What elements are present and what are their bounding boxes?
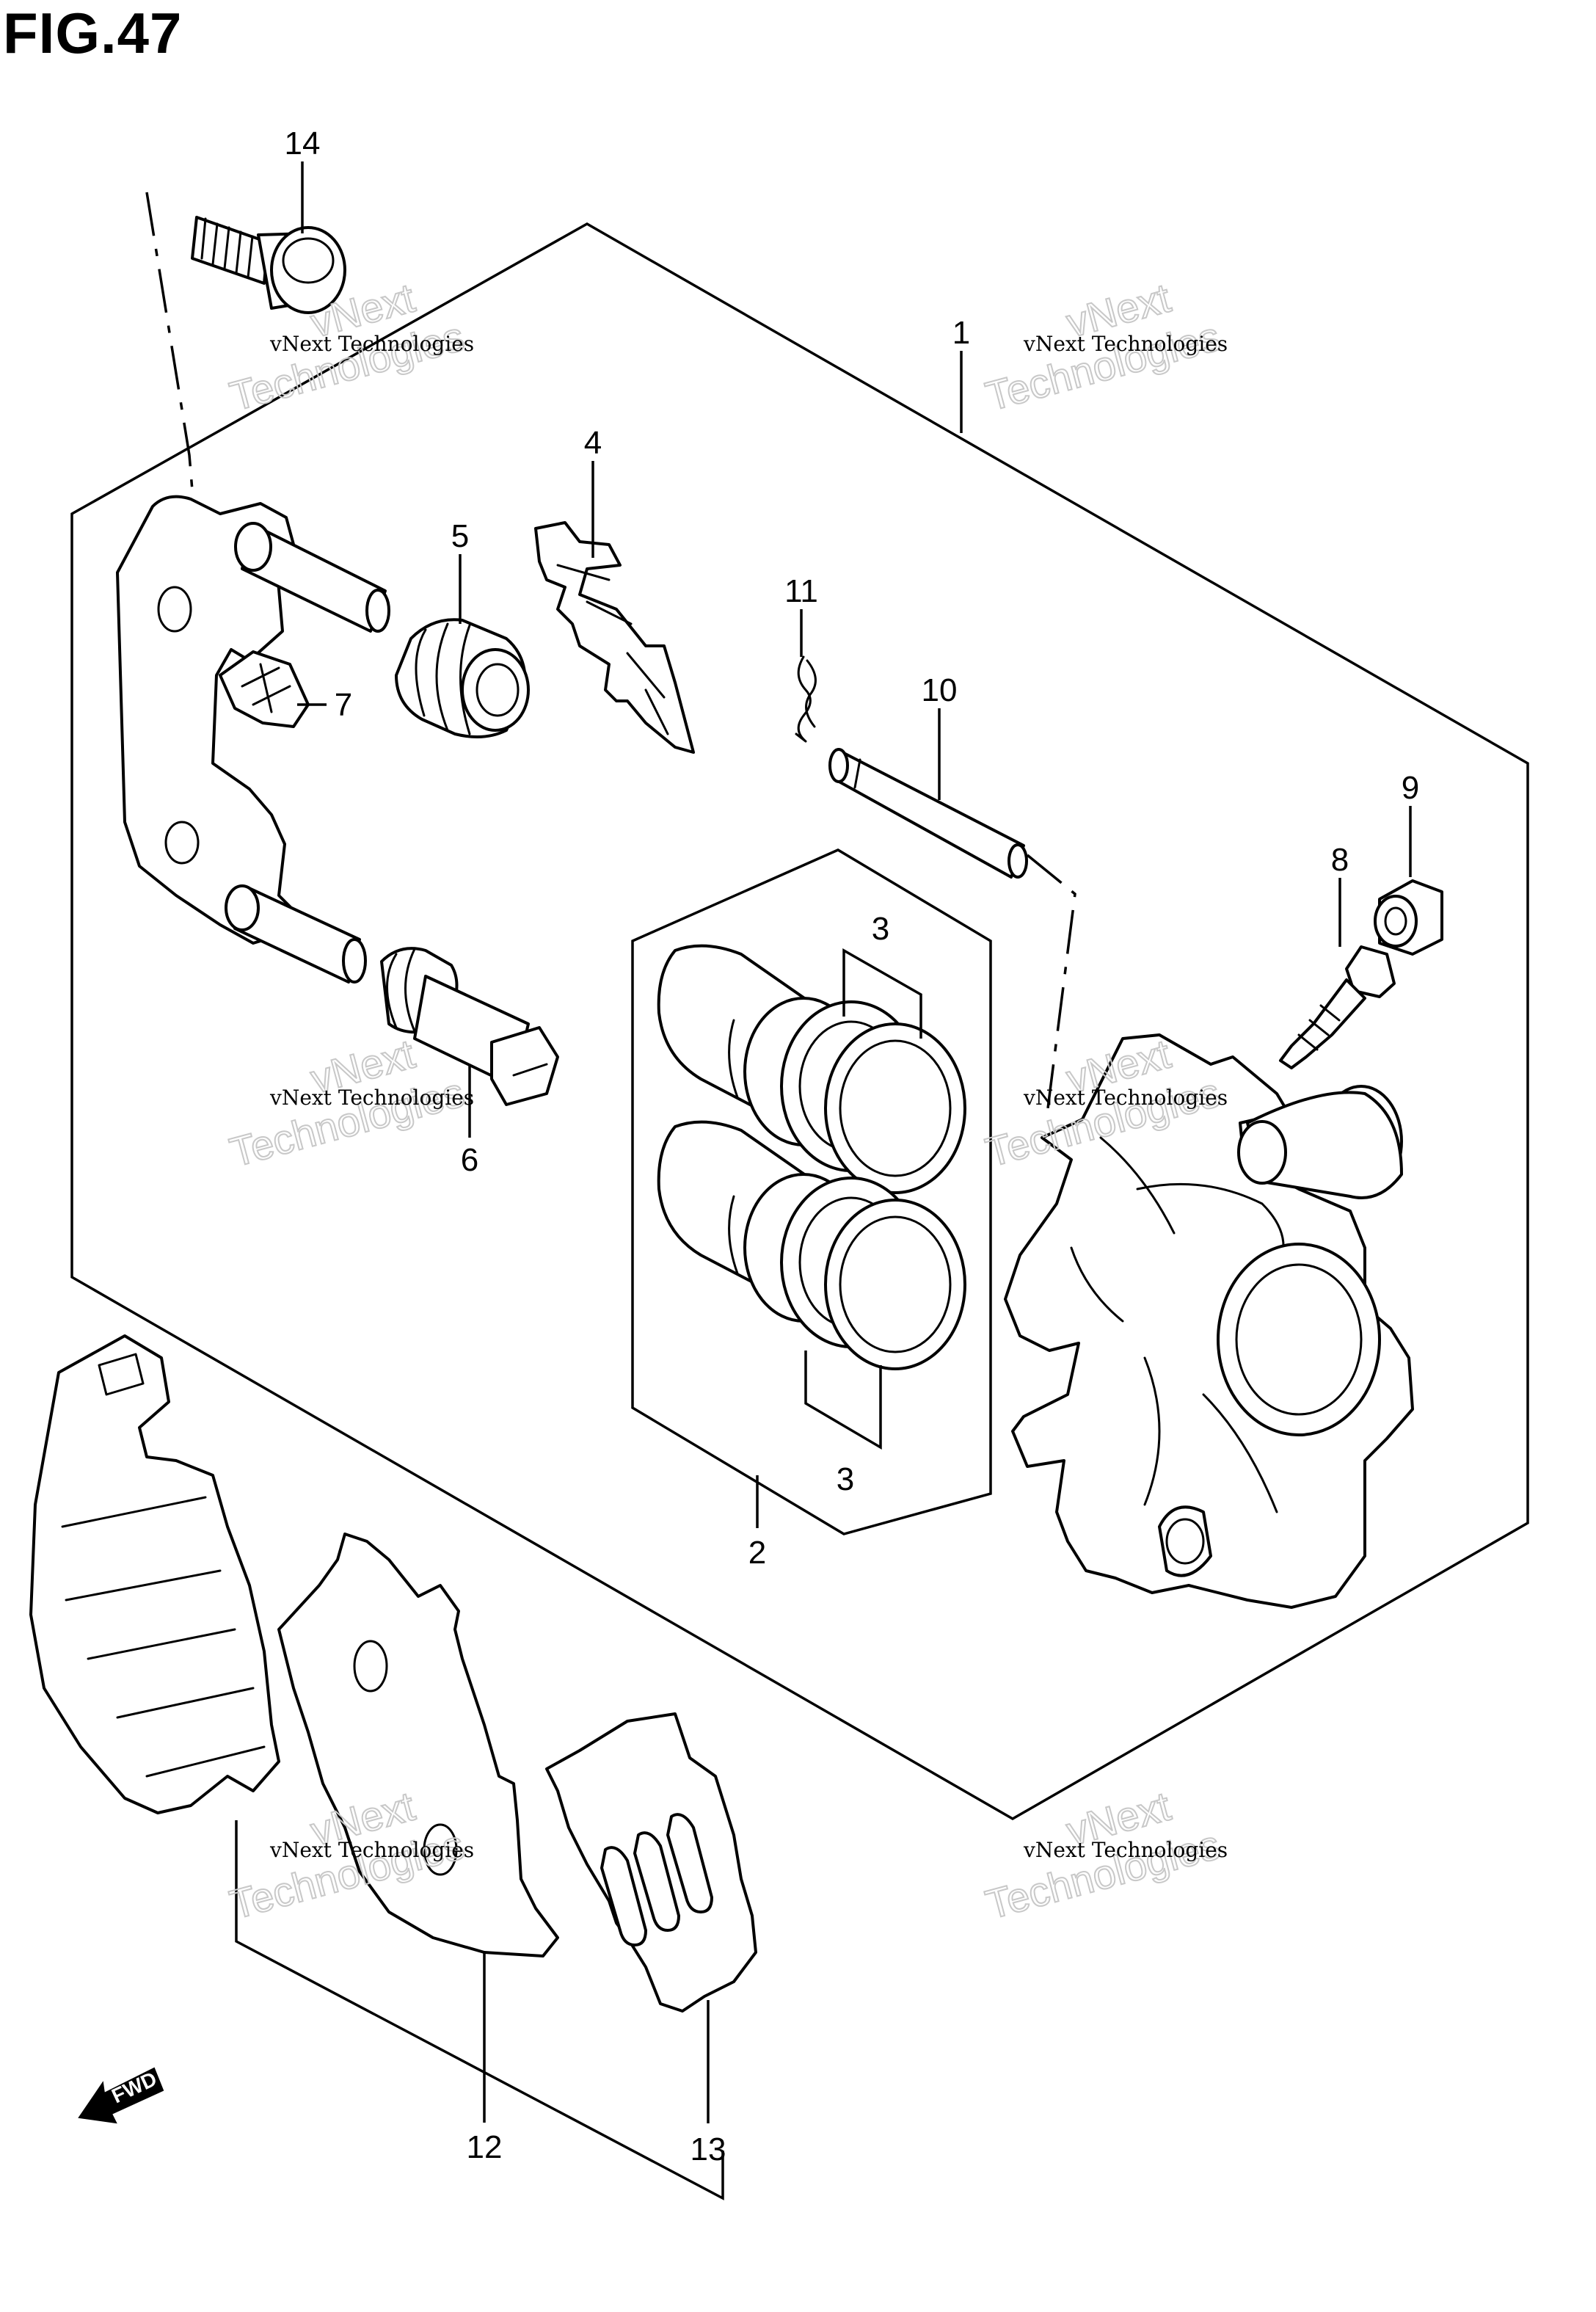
caliper-body (1004, 1033, 1414, 1609)
callout-3-lower: 3 (837, 1461, 854, 1497)
callout-14: 14 (285, 126, 321, 161)
clip-pin-part-11 (795, 655, 817, 743)
svg-text:vNext Technologies: vNext Technologies (269, 332, 474, 356)
pad-pin-part-10 (828, 748, 1028, 879)
clip-part-7 (219, 650, 310, 728)
bleeder-part-8 (1279, 945, 1396, 1069)
guide-line-pin (1026, 854, 1076, 1109)
boot-part-5 (395, 618, 530, 738)
callout-13: 13 (690, 2131, 726, 2167)
figure-title: FIG.47 (3, 1, 183, 65)
guide-line-bolt (145, 192, 205, 632)
callout-9: 9 (1402, 770, 1419, 806)
svg-text:vNext Technologies: vNext Technologies (1023, 1838, 1228, 1862)
callout-2: 2 (748, 1535, 766, 1571)
pad-part-12 (29, 1334, 559, 1957)
pad-set-frame (235, 1820, 724, 2200)
callout-1: 1 (952, 315, 970, 351)
seal-set-3 (780, 948, 966, 1450)
watermark-6: vNext Technologies vNext Technologies (980, 1782, 1228, 1929)
piston-kit-frame (631, 848, 992, 1535)
watermark-2: vNext Technologies vNext Technologies (980, 274, 1228, 421)
callout-12: 12 (467, 2129, 503, 2165)
svg-text:vNext Technologies: vNext Technologies (269, 1838, 474, 1862)
callout-4: 4 (584, 425, 602, 461)
svg-text:vNext Technologies: vNext Technologies (1023, 1086, 1228, 1110)
cap-part-9 (1374, 879, 1443, 956)
forward-arrow-icon: FWD (78, 2067, 164, 2124)
caliper-assembly-frame (70, 222, 1529, 1821)
svg-text:vNext Technologies: vNext Technologies (1023, 332, 1228, 356)
shim-part-13 (545, 1712, 757, 2013)
callout-7: 7 (335, 687, 352, 723)
watermark-1: vNext Technologies vNext Technologies (225, 274, 474, 421)
watermark-3: vNext Technologies vNext Technologies (225, 1030, 474, 1177)
pin-part-6 (380, 947, 559, 1106)
callout-6: 6 (461, 1142, 478, 1178)
pad-spring-part-4 (534, 521, 695, 754)
callout-11: 11 (784, 573, 818, 609)
caliper-bracket (116, 495, 390, 984)
callout-3-upper: 3 (872, 911, 889, 947)
callout-5: 5 (451, 518, 469, 554)
callout-8: 8 (1331, 842, 1349, 878)
callout-10: 10 (922, 672, 958, 708)
bolt-part-14 (191, 216, 346, 314)
svg-text:vNext Technologies: vNext Technologies (269, 1086, 474, 1110)
